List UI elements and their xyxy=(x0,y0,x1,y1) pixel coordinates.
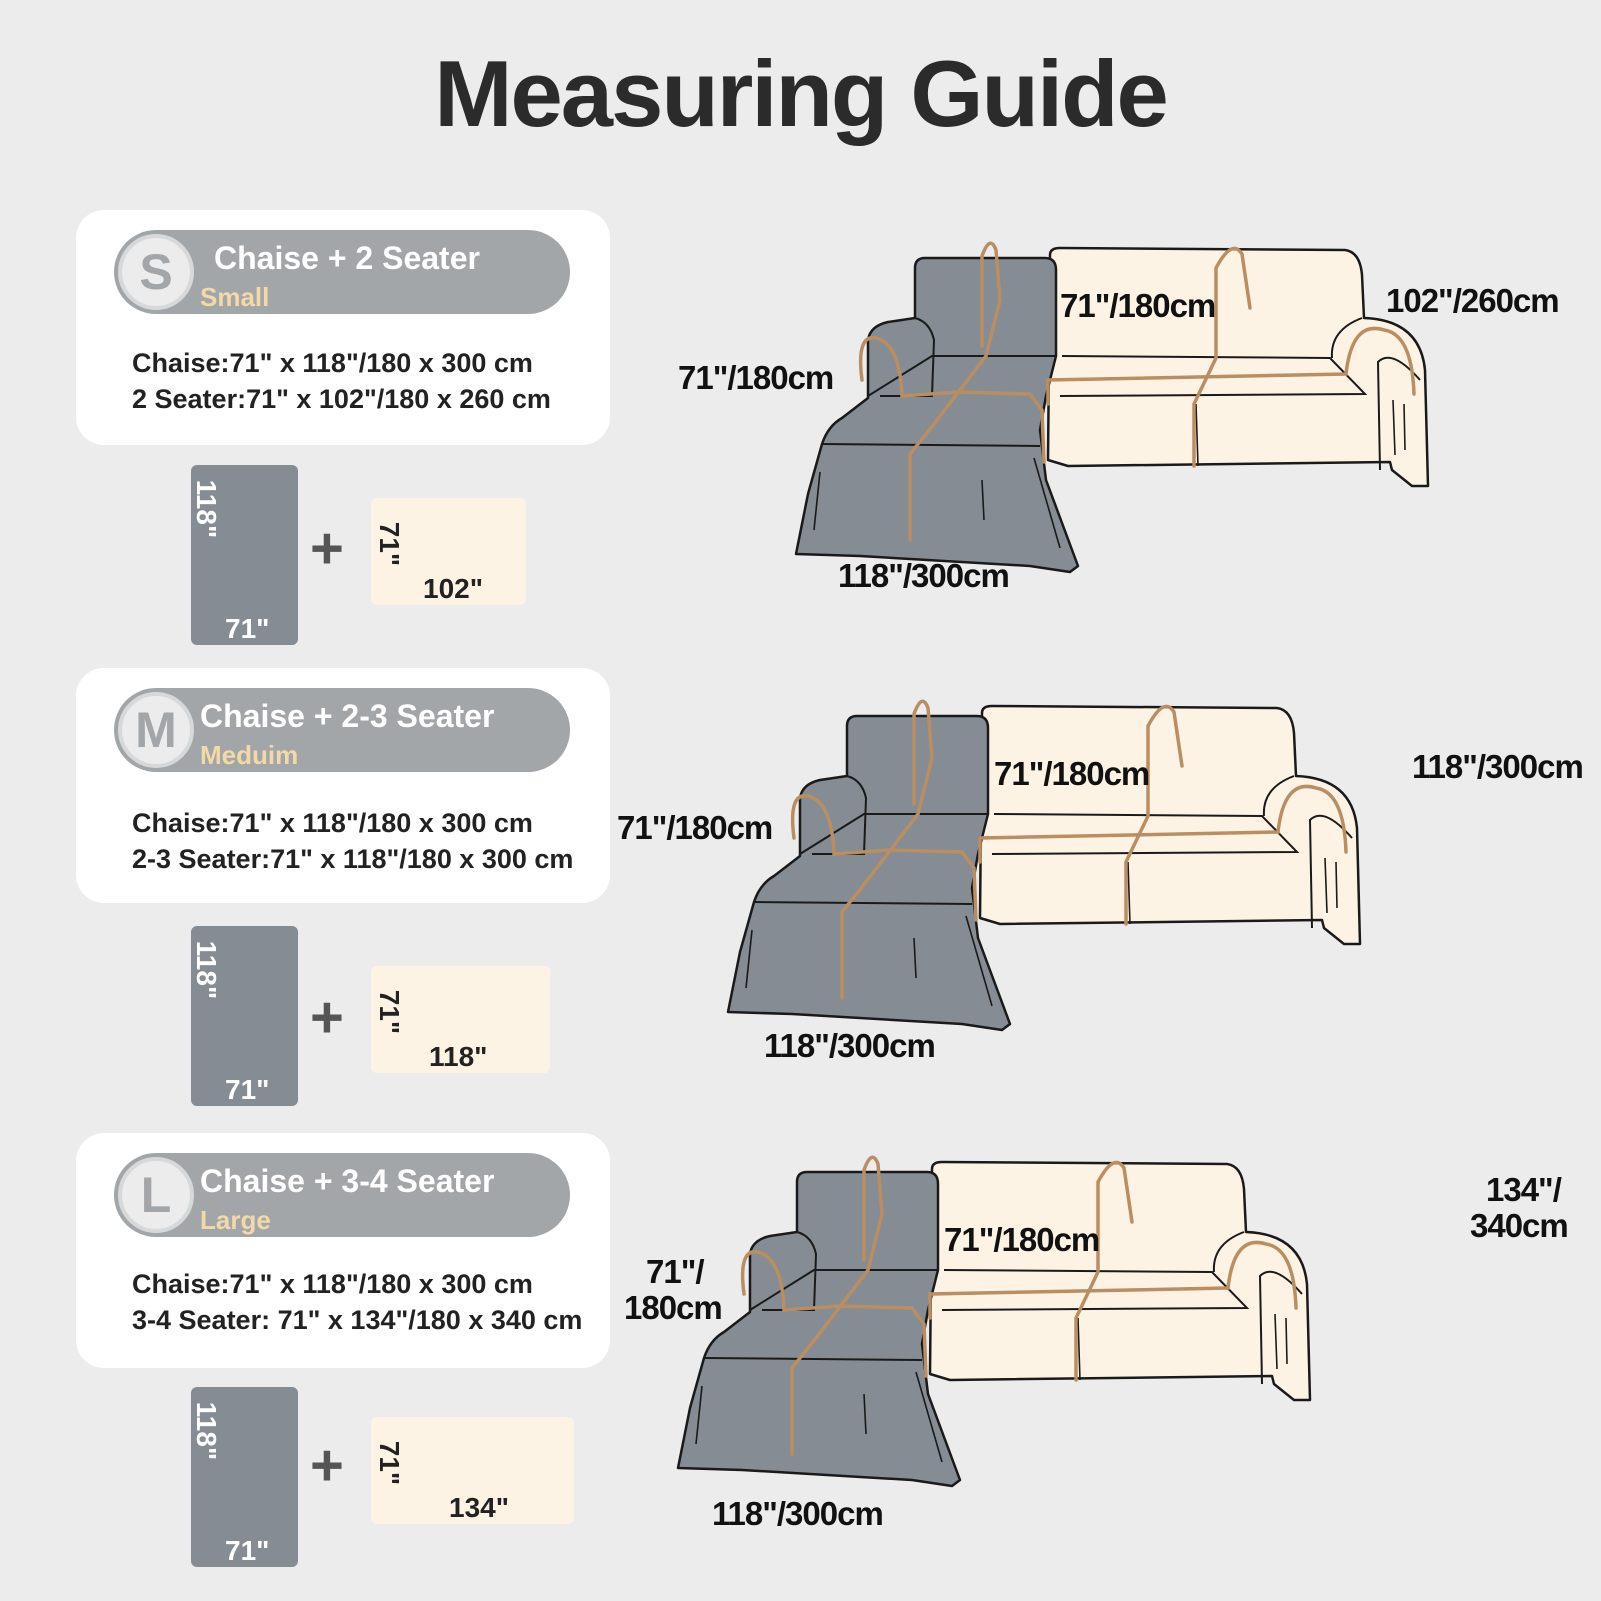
size-badge: S xyxy=(118,234,194,310)
dim-chaise-length: 118"/300cm xyxy=(838,557,1010,594)
size-label: Large xyxy=(200,1205,271,1235)
spec-sofa: 2-3 Seater:71" x 118"/180 x 300 cm xyxy=(132,844,574,874)
chaise-rect-width: 71" xyxy=(225,613,270,644)
dim-chaise-length: 118"/300cm xyxy=(712,1495,884,1532)
dim-back-height: 71"/180cm xyxy=(944,1221,1100,1258)
size-card-large: L Chaise + 3-4 Seater Large Chaise:71" x… xyxy=(76,1133,610,1368)
spec-chaise: Chaise:71" x 118"/180 x 300 cm xyxy=(132,1269,533,1299)
sofa-rect: 71" 134" xyxy=(371,1417,574,1524)
sofa-rect-length: 118" xyxy=(429,1041,488,1072)
dim-chaise-length: 118"/300cm xyxy=(764,1027,936,1064)
size-label: Small xyxy=(200,282,270,312)
dim-chaise-height: 71"/180cm xyxy=(617,809,773,846)
sofa-rect-length: 134" xyxy=(449,1492,509,1523)
chaise-rect-width: 71" xyxy=(225,1074,270,1105)
dim-chaise-height: 71"/180cm xyxy=(678,359,834,396)
sofa-rect-length: 102" xyxy=(423,573,483,604)
chaise-rect: 118" 71" xyxy=(191,1387,298,1567)
chaise-rect-width: 71" xyxy=(225,1535,270,1566)
sofa-rect: 71" 118" xyxy=(371,966,550,1073)
plus-icon: + xyxy=(310,516,344,581)
spec-sofa: 2 Seater:71" x 102"/180 x 260 cm xyxy=(132,384,551,414)
dim-sofa-length-line1: 134"/ xyxy=(1486,1171,1562,1208)
dim-sofa-length: 102"/260cm xyxy=(1386,282,1560,319)
size-card-medium: M Chaise + 2-3 Seater Meduim Chaise:71" … xyxy=(76,668,610,903)
size-label: Meduim xyxy=(200,740,299,770)
dim-sofa-length: 118"/300cm xyxy=(1412,748,1584,785)
dim-chaise-height-line2: 180cm xyxy=(624,1289,723,1326)
chaise-rect: 118" 71" xyxy=(191,926,298,1106)
chaise-rect: 118" 71" xyxy=(191,465,298,645)
spec-chaise: Chaise:71" x 118"/180 x 300 cm xyxy=(132,348,533,378)
plus-icon: + xyxy=(310,985,344,1050)
dim-back-height: 71"/180cm xyxy=(994,755,1150,792)
sofa-illustration-large xyxy=(676,1155,1312,1488)
size-pill: M Chaise + 2-3 Seater Meduim xyxy=(114,688,570,772)
sofa-illustration-medium xyxy=(726,699,1362,1032)
spec-sofa: 3-4 Seater: 71" x 134"/180 x 340 cm xyxy=(132,1305,583,1335)
size-pill: L Chaise + 3-4 Seater Large xyxy=(114,1153,570,1237)
size-name: Chaise + 2-3 Seater xyxy=(200,698,495,734)
spec-chaise: Chaise:71" x 118"/180 x 300 cm xyxy=(132,808,533,838)
page-title: Measuring Guide xyxy=(434,41,1169,146)
dim-sofa-length-line2: 340cm xyxy=(1470,1207,1569,1244)
size-badge: M xyxy=(118,692,194,768)
dim-chaise-height-line1: 71"/ xyxy=(646,1253,705,1290)
size-name: Chaise + 2 Seater xyxy=(214,240,480,276)
size-name: Chaise + 3-4 Seater xyxy=(200,1163,495,1199)
dim-back-height: 71"/180cm xyxy=(1060,287,1216,324)
plus-icon: + xyxy=(310,1433,344,1498)
sofa-rect: 71" 102" xyxy=(371,498,526,605)
size-card-small: S Chaise + 2 Seater Small Chaise:71" x 1… xyxy=(76,210,610,445)
size-badge: L xyxy=(118,1157,194,1233)
size-pill: S Chaise + 2 Seater Small xyxy=(114,230,570,314)
